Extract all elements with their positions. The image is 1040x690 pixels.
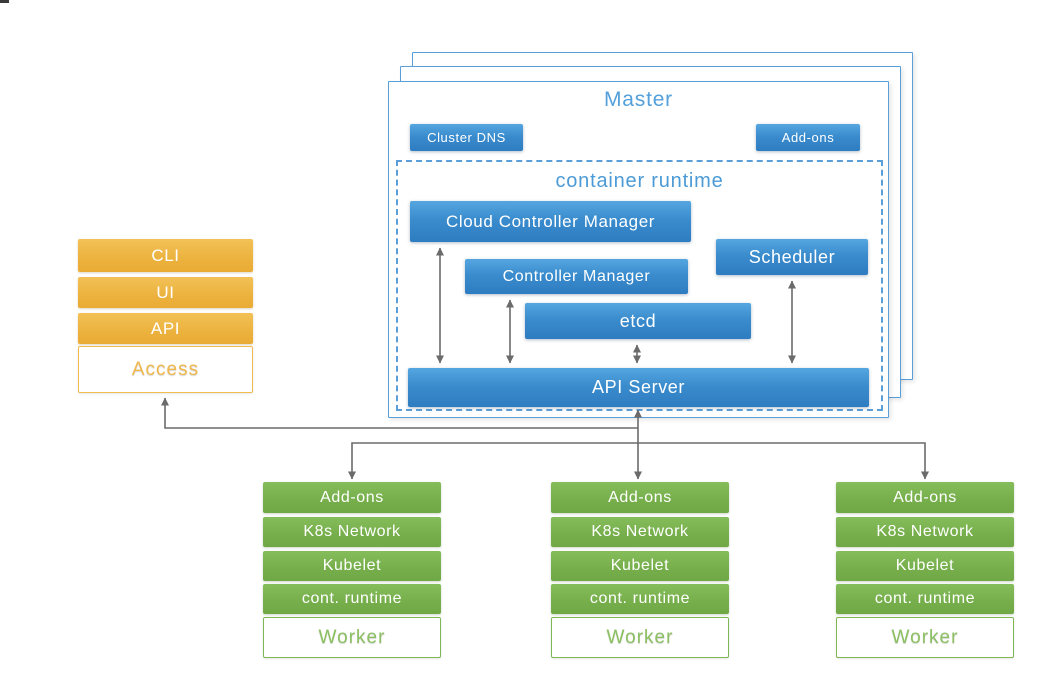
worker3-kubelet: Kubelet [836,551,1014,581]
arrow-apiserver-workers-1-3 [348,442,929,480]
scheduler-box: Scheduler [716,239,868,275]
master-title: Master [604,88,673,111]
access-row-ui: UI [78,277,253,308]
worker2-kubelet: Kubelet [551,551,729,581]
api-server-box: API Server [408,368,869,407]
worker1-label-box: Worker [263,617,441,658]
worker3-k8s-network: K8s Network [836,517,1014,547]
worker3-addons: Add-ons [836,482,1014,513]
worker2-cont-runtime: cont. runtime [551,584,729,614]
controller-manager-box: Controller Manager [465,259,688,294]
master-addons-box: Add-ons [756,124,860,151]
worker1-kubelet: Kubelet [263,551,441,581]
cloud-controller-manager-box: Cloud Controller Manager [410,201,691,242]
worker3-label-box: Worker [836,617,1014,658]
etcd-box: etcd [525,303,751,339]
worker2-addons: Add-ons [551,482,729,513]
worker1-cont-runtime: cont. runtime [263,584,441,614]
worker1-addons: Add-ons [263,482,441,513]
worker1-k8s-network: K8s Network [263,517,441,547]
access-label-box: Access [78,346,253,393]
worker3-cont-runtime: cont. runtime [836,584,1014,614]
worker2-k8s-network: K8s Network [551,517,729,547]
corner-artifact [0,0,9,3]
access-row-cli: CLI [78,239,253,272]
worker2-label-box: Worker [551,617,729,658]
cluster-dns-box: Cluster DNS [410,124,523,151]
access-row-api: API [78,313,253,344]
container-runtime-title: container runtime [555,170,724,192]
